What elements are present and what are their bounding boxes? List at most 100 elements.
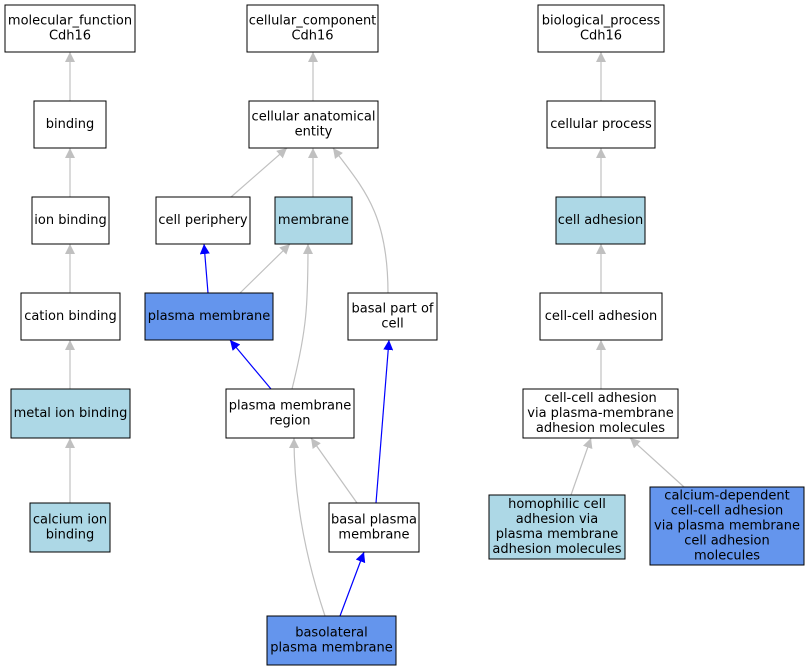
node-box [274, 196, 353, 245]
node-label-line: cell-cell adhesion [545, 309, 658, 324]
node-box [347, 292, 438, 341]
edge-line [310, 437, 358, 504]
edge-bpc-to-cae [332, 147, 389, 294]
node-catb[interactable]: cation binding [20, 292, 121, 341]
node-label-line: Cdh16 [580, 29, 622, 44]
node-label-line: plasma membrane [229, 399, 352, 414]
node-label-line: via plasma-membrane [527, 406, 673, 421]
node-label-line: calcium ion [33, 513, 107, 528]
node-label-line: cell-cell adhesion [671, 504, 784, 519]
node-label-line: cell periphery [158, 213, 248, 228]
node-cper[interactable]: cell periphery [155, 196, 251, 245]
node-box [31, 196, 110, 245]
edge-pmr-to-mem [291, 243, 313, 390]
node-ionb[interactable]: ion binding [31, 196, 110, 245]
node-cadh[interactable]: cell adhesion [555, 196, 646, 245]
node-box [649, 486, 805, 566]
edge-pm-to-cper [199, 243, 210, 294]
edge-bpm-to-pmr [310, 437, 358, 504]
node-label-line: cellular process [550, 117, 652, 132]
node-box [522, 388, 679, 439]
node-box [10, 388, 131, 439]
node-label-line: membrane [278, 213, 349, 228]
node-cp[interactable]: cellular process [546, 100, 656, 149]
node-label-line: homophilic cell [508, 497, 606, 512]
node-label-line: entity [295, 125, 333, 140]
node-pm[interactable]: plasma membrane [144, 292, 274, 341]
edge-line [570, 437, 593, 496]
node-box [33, 100, 107, 149]
node-box [4, 4, 136, 53]
node-box [225, 388, 355, 439]
node-label-line: biological_process [542, 14, 661, 29]
node-label-line: cation binding [24, 309, 117, 324]
node-box [155, 196, 251, 245]
node-box [328, 502, 420, 553]
node-label-line: region [269, 414, 310, 429]
edge-homo-to-ccpm [570, 437, 593, 496]
node-label-line: calcium-dependent [664, 489, 789, 504]
edge-cper-to-cae [230, 147, 288, 198]
node-label-line: plasma membrane [270, 641, 393, 656]
node-label-line: cellular_component [249, 14, 377, 29]
node-label-line: basal part of [351, 302, 433, 317]
node-label-line: plasma membrane [148, 309, 271, 324]
node-label-line: basal plasma [331, 513, 417, 528]
node-label-line: cell [381, 317, 403, 332]
edge-calc-to-ccpm [629, 437, 685, 488]
edge-bpm-to-bpc [375, 339, 394, 504]
node-box [266, 615, 397, 666]
node-box [539, 292, 663, 341]
node-box [246, 4, 379, 53]
node-mem[interactable]: membrane [274, 196, 353, 245]
edge-line [291, 243, 313, 390]
edge-line [289, 437, 326, 617]
edge-pm-to-mem [239, 243, 291, 294]
node-label-line: binding [46, 117, 94, 132]
node-box [555, 196, 646, 245]
edge-line [199, 243, 210, 294]
edge-blpm-to-bpm [339, 551, 366, 617]
node-box [20, 292, 121, 341]
node-box [546, 100, 656, 149]
node-label-line: via plasma membrane [654, 519, 800, 534]
node-label-line: cell adhesion [684, 534, 770, 549]
edge-line [332, 147, 389, 294]
edge-line [339, 551, 366, 617]
edge-layer [65, 52, 685, 617]
node-label-line: membrane [338, 528, 409, 543]
node-label-line: basolateral [295, 626, 368, 641]
node-label-line: adhesion molecules [492, 542, 621, 557]
node-label-line: adhesion via [516, 512, 598, 527]
edge-blpm-to-pmr [289, 437, 326, 617]
edge-line [375, 339, 394, 504]
node-mib[interactable]: metal ion binding [10, 388, 131, 439]
node-label-line: cell adhesion [558, 213, 644, 228]
node-label-line: cell-cell adhesion [544, 391, 657, 406]
node-label-line: Cdh16 [49, 29, 91, 44]
node-ccadh[interactable]: cell-cell adhesion [539, 292, 663, 341]
edge-line [230, 147, 288, 198]
node-label-line: plasma membrane [496, 527, 619, 542]
node-box [537, 4, 665, 53]
node-label-line: molecules [694, 549, 760, 564]
node-binding[interactable]: binding [33, 100, 107, 149]
node-label-line: cellular anatomical [252, 110, 376, 125]
edge-line [229, 339, 272, 390]
node-label-line: ion binding [34, 213, 106, 228]
node-label-line: binding [46, 528, 94, 543]
